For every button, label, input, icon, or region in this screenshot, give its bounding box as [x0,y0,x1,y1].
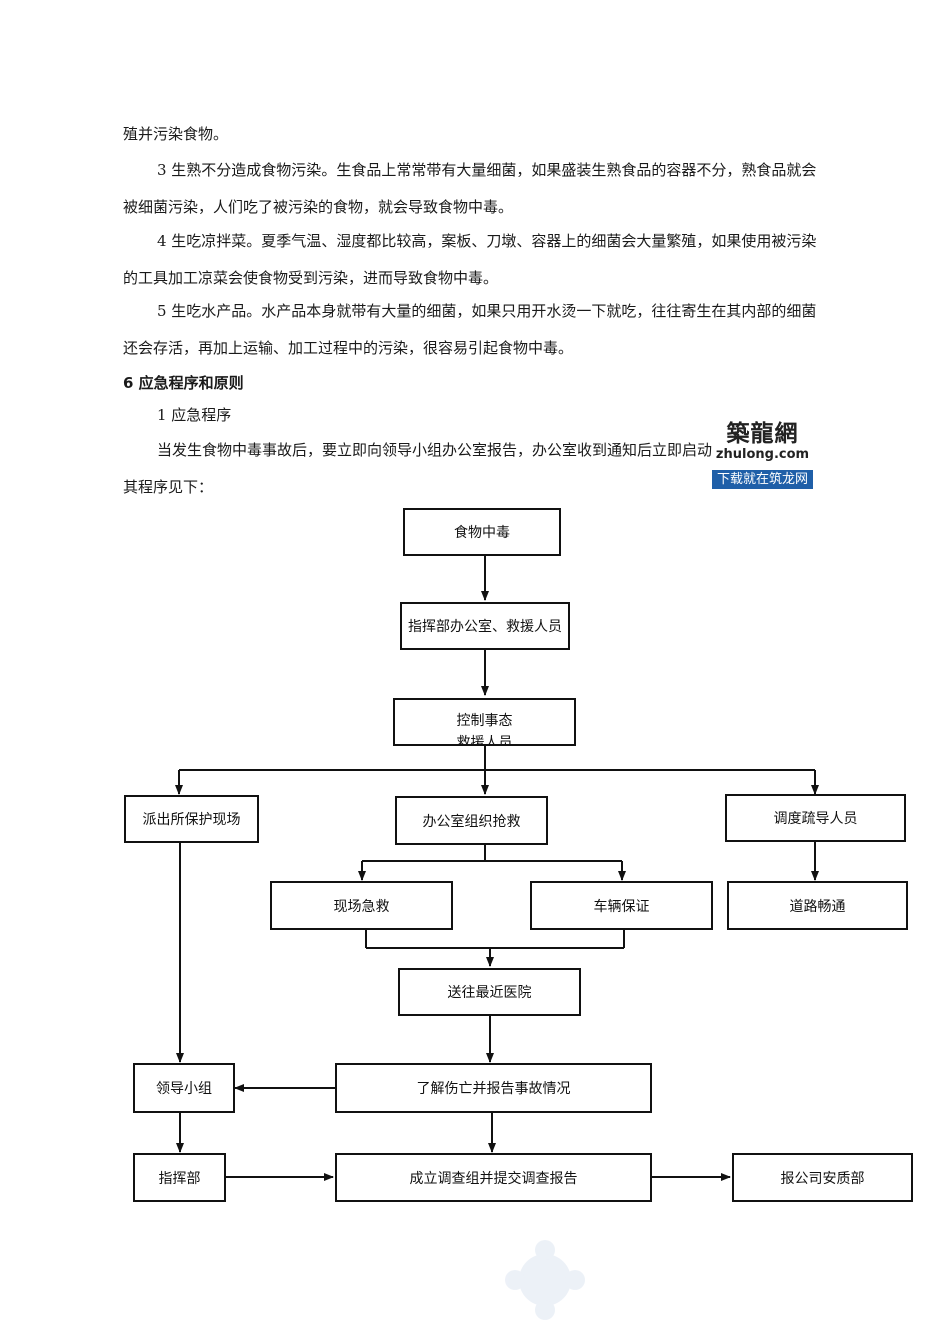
box-control-situation: 控制事态 救援人员 [393,698,576,746]
paragraph-continuation: 殖并污染食物。 [123,125,229,143]
control-label: 控制事态 [456,713,513,729]
section-heading: 6 应急程序和原则 [123,374,244,392]
logo-banner: 下载就在筑龙网 [712,470,813,489]
paragraph-item-4: 4 生吃凉拌菜。夏季气温、湿度都比较高，案板、刀墩、容器上的细菌会大量繁殖，如果… [123,232,817,287]
box-onsite-first-aid: 现场急救 [270,881,453,930]
paragraph-procedure: 当发生食物中毒事故后，要立即向领导小组办公室报告，办公室收到通知后立即启动应急救… [123,441,818,496]
paragraph-item-3: 3 生熟不分造成食物污染。生食品上常常带有大量细菌，如果盛装生熟食品的容器不分，… [123,161,817,216]
box-office-organize-rescue: 办公室组织抢救 [395,796,548,845]
box-road-clear: 道路畅通 [727,881,908,930]
box-vehicle-guarantee: 车辆保证 [530,881,713,930]
zhulong-logo: 築龍網 zhulong.com 下载就在筑龙网 [712,412,813,490]
box-headquarters: 指挥部 [133,1153,226,1202]
box-command-office: 指挥部办公室、救援人员 [400,602,570,650]
logo-domain-text: zhulong.com [715,447,810,462]
box-casualty-report: 了解伤亡并报告事故情况 [335,1063,652,1113]
box-dispatch-personnel: 调度疏导人员 [725,794,906,842]
box-company-safety-dept: 报公司安质部 [732,1153,913,1202]
control-sublabel: 救援人员 [456,735,513,746]
box-investigation-team: 成立调查组并提交调查报告 [335,1153,652,1202]
paragraph-item-5: 5 生吃水产品。水产品本身就带有大量的细菌，如果只用开水烫一下就吃，往往寄生在其… [123,302,817,357]
box-leadership-group: 领导小组 [133,1063,235,1113]
subsection-heading: 1 应急程序 [157,406,232,424]
logo-chinese-text: 築龍網 [726,420,799,447]
box-food-poisoning: 食物中毒 [403,508,561,556]
box-police-protect-scene: 派出所保护现场 [124,795,259,843]
box-nearest-hospital: 送往最近医院 [398,968,581,1016]
watermark-snowflake-icon [505,1240,585,1320]
